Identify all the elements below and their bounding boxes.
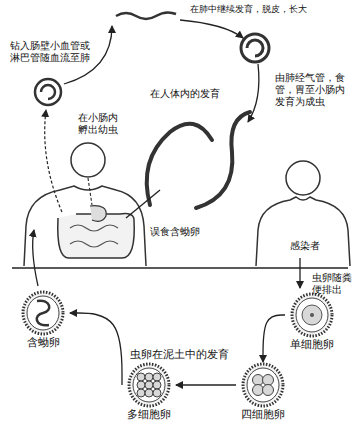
larva-worm xyxy=(116,12,176,19)
egg-cell xyxy=(137,389,145,397)
cycle-arrow xyxy=(180,20,243,38)
stage-label: 单细胞卵 xyxy=(290,338,334,351)
egg-shell xyxy=(23,292,63,334)
intestine-loops xyxy=(70,225,118,247)
larva-coil xyxy=(35,79,61,105)
adult-worm xyxy=(196,112,250,208)
person-head xyxy=(286,161,320,195)
egg-cell xyxy=(263,375,274,386)
egg-inner-shell xyxy=(27,296,59,330)
person-head xyxy=(71,143,105,177)
egg-cell xyxy=(137,373,145,381)
larva-coil xyxy=(241,34,269,62)
egg-node: 单细胞卵 xyxy=(285,292,339,351)
cycle-arrow xyxy=(263,315,285,362)
annotation: 误食含蚴卵 xyxy=(150,226,200,238)
egg-shell xyxy=(243,364,283,406)
ground-line xyxy=(12,267,348,269)
annotation: 在小肠内孵出幼虫 xyxy=(78,112,120,136)
stage-label: 含蚴卵 xyxy=(27,336,60,349)
egg-node: 含蚴卵 xyxy=(16,290,70,349)
egg-shape xyxy=(122,362,176,408)
egg-cell xyxy=(253,375,264,386)
egg-shape xyxy=(16,290,70,336)
egg xyxy=(292,294,332,336)
egg-shell xyxy=(129,364,169,406)
annotation: 在肺中继续发育，脱皮，长大 xyxy=(190,4,307,15)
egg-cell xyxy=(263,385,274,396)
annotation: 虫卵随粪便排出 xyxy=(312,272,354,296)
cycle-arrow xyxy=(45,110,62,212)
egg-cell xyxy=(153,389,161,397)
annotation: 钻入肠壁小血管或淋巴管随血流至肺 xyxy=(10,40,92,64)
egg-inner-shell xyxy=(247,368,279,402)
ingest-arrow xyxy=(33,230,38,286)
egg-cell xyxy=(302,305,322,325)
person-body xyxy=(24,186,146,266)
egg-shape xyxy=(285,292,339,338)
egg-shape xyxy=(236,362,290,408)
cycle-arrow xyxy=(248,64,259,122)
egg-cell xyxy=(137,381,145,389)
egg xyxy=(243,364,283,406)
stage-label: 多细胞卵 xyxy=(127,408,171,421)
cycle-arrow xyxy=(70,313,122,385)
egg-cell xyxy=(153,381,161,389)
egg-node: 四细胞卵 xyxy=(236,362,290,421)
excrete-arrow xyxy=(299,258,300,288)
cycle-arrow xyxy=(176,384,236,385)
annotation: 虫卵在泥土中的发育 xyxy=(130,348,229,361)
egg-cell xyxy=(145,389,153,397)
digestive-tract xyxy=(88,178,92,205)
egg-cell xyxy=(253,385,264,396)
egg-cell xyxy=(145,381,153,389)
egg xyxy=(23,292,63,334)
egg-cell xyxy=(153,373,161,381)
egg-cell xyxy=(145,373,153,381)
annotation: 在人体内的发育 xyxy=(150,88,220,100)
egg-shell xyxy=(292,294,332,336)
larva-coil xyxy=(41,85,55,99)
egg xyxy=(129,364,169,406)
stomach xyxy=(90,206,106,222)
person-body xyxy=(256,197,350,266)
larva-coil xyxy=(247,40,263,56)
egg-larva xyxy=(37,301,50,325)
egg-inner-shell xyxy=(296,298,328,332)
annotation: 感染者 xyxy=(290,240,320,252)
egg-inner-shell xyxy=(133,368,165,402)
egg-nucleus xyxy=(310,313,314,317)
egg-node: 多细胞卵 xyxy=(122,362,176,421)
leader-line xyxy=(126,190,160,218)
annotation: 由肺经气管，食管，胃至小肠内发育为成虫 xyxy=(275,72,347,108)
stage-label: 四细胞卵 xyxy=(241,408,285,421)
